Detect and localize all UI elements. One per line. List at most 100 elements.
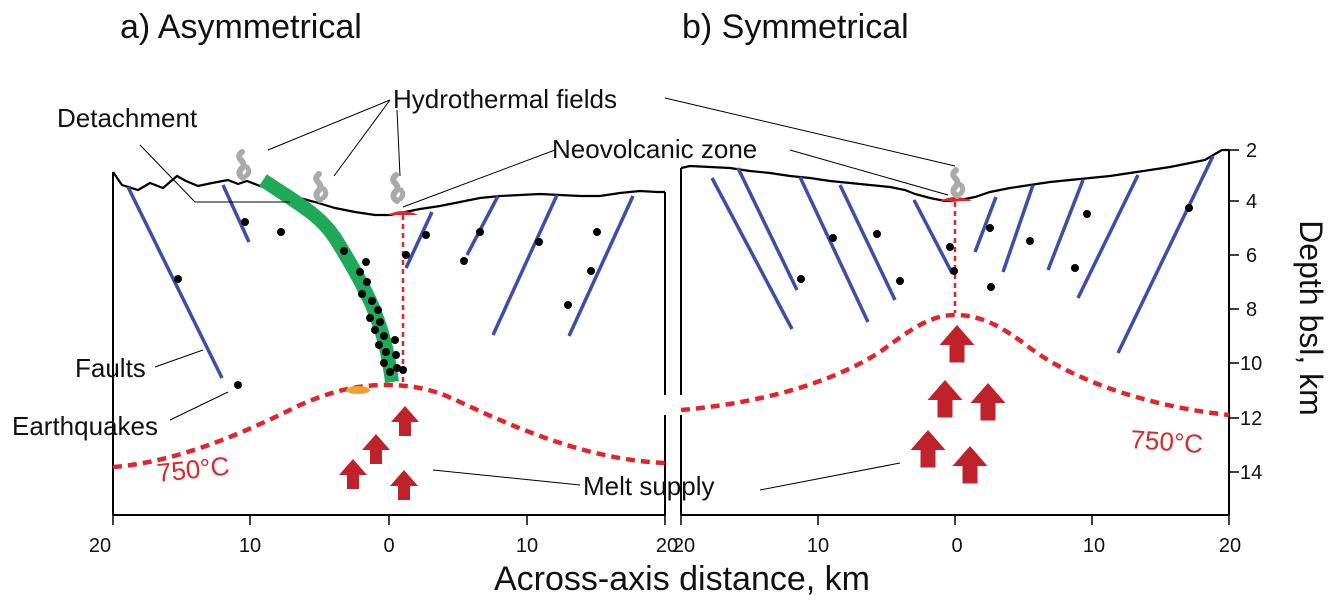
fault-line [404,211,434,269]
earthquake-dot [380,359,388,367]
melt-arrow-icon [362,434,390,464]
hydrothermal-vent-icon [239,152,249,178]
melt-arrows-a [339,406,419,500]
label-isotherm-a: 750°C [155,451,230,488]
neovolcanic-zone-a [388,211,418,215]
earthquake-dot [986,224,994,232]
earthquake-dot [392,351,400,359]
earthquake-dot [1071,264,1079,272]
earthquake-dot [380,332,388,340]
melt-arrow-icon [970,383,1006,421]
earthquake-dot [234,381,242,389]
magma-lens-a [346,386,370,394]
fault-line [798,176,870,323]
melt-arrow-icon [910,430,946,468]
earthquake-dot [1185,204,1193,212]
y-tick-label: 14 [1240,462,1262,484]
fault-line [736,167,799,291]
earthquake-dot [422,231,430,239]
earthquake-dot [829,234,837,242]
earthquake-dot [950,267,958,275]
x-axis-b [680,515,1230,525]
x-tick-label: 10 [1083,535,1105,557]
fault-line [491,194,559,336]
earthquake-dot [371,326,379,334]
earthquake-dot [382,348,390,356]
earthquake-dot [593,228,601,236]
faults-b [710,155,1215,354]
earthquake-dot [375,341,383,349]
fault-line [465,195,500,256]
earthquake-dot [376,318,384,326]
melt-arrows-b [910,325,1006,484]
detachment-fault [259,174,399,383]
earthquake-dot [535,238,543,246]
melt-arrow-icon [952,446,988,484]
x-tick-label: 10 [807,535,829,557]
y-axis [1229,149,1239,473]
earthquake-dot [460,257,468,265]
fault-line [567,195,635,337]
earthquakes-a [174,218,601,389]
y-tick-label: 12 [1240,408,1262,430]
fault-line [912,199,954,274]
x-tick-label: 20 [656,535,678,557]
earthquake-dot [797,275,805,283]
earthquake-dot [366,314,374,322]
label-hydrothermal-fields: Hydrothermal fields [393,84,617,114]
x-tick-label: 0 [951,535,962,557]
earthquake-dot [1083,210,1091,218]
hydrothermal-vent-icon [393,175,403,201]
label-detachment: Detachment [57,103,198,133]
earthquake-dot [587,267,595,275]
label-melt-supply: Melt supply [583,471,715,501]
earthquake-dot [386,368,394,376]
label-neovolcanic-zone: Neovolcanic zone [552,134,757,164]
panel-a-title: a) Asymmetrical [120,8,362,46]
fault-line [710,177,794,330]
faults-a [126,184,635,379]
earthquake-dot [174,275,182,283]
x-axis-a [112,515,666,525]
fault-line [126,186,224,379]
earthquake-dot [987,283,995,291]
y-tick-label: 2 [1246,140,1257,162]
earthquake-dot [896,277,904,285]
melt-arrow-icon [927,380,963,418]
fault-line [1076,174,1140,299]
earthquake-dot [564,301,572,309]
earthquake-dot [391,336,399,344]
earthquake-dot [873,230,881,238]
earthquake-dot [402,251,410,259]
earthquake-dot [362,258,370,266]
earthquake-dot [358,290,366,298]
y-tick-label: 6 [1246,245,1257,267]
hydrothermal-vent-icon [953,170,963,196]
leader-lines [139,97,956,491]
label-earthquakes: Earthquakes [12,411,158,441]
fault-line [1001,184,1035,273]
isotherm-750-a [112,382,666,470]
x-axis-title: Across-axis distance, km [494,560,870,598]
earthquake-dot [340,247,348,255]
x-tick-label: 20 [673,535,695,557]
earthquake-dot [374,306,382,314]
fault-line [838,184,897,301]
earthquake-dot [476,228,484,236]
fault-line [1116,155,1215,354]
x-tick-label: 10 [239,535,261,557]
earthquake-dot [946,243,954,251]
x-tick-label: 20 [1219,535,1241,557]
fault-line [973,196,998,253]
melt-arrow-icon [339,459,367,489]
label-isotherm-b: 750°C [1130,424,1204,459]
panel-b-title: b) Symmetrical [682,8,909,46]
fault-line [1046,179,1085,271]
y-tick-label: 4 [1246,191,1257,213]
earthquake-dot [363,278,371,286]
label-faults: Faults [75,353,146,383]
x-tick-label: 10 [516,535,538,557]
melt-arrow-icon [390,470,418,500]
x-tick-label: 20 [89,535,111,557]
